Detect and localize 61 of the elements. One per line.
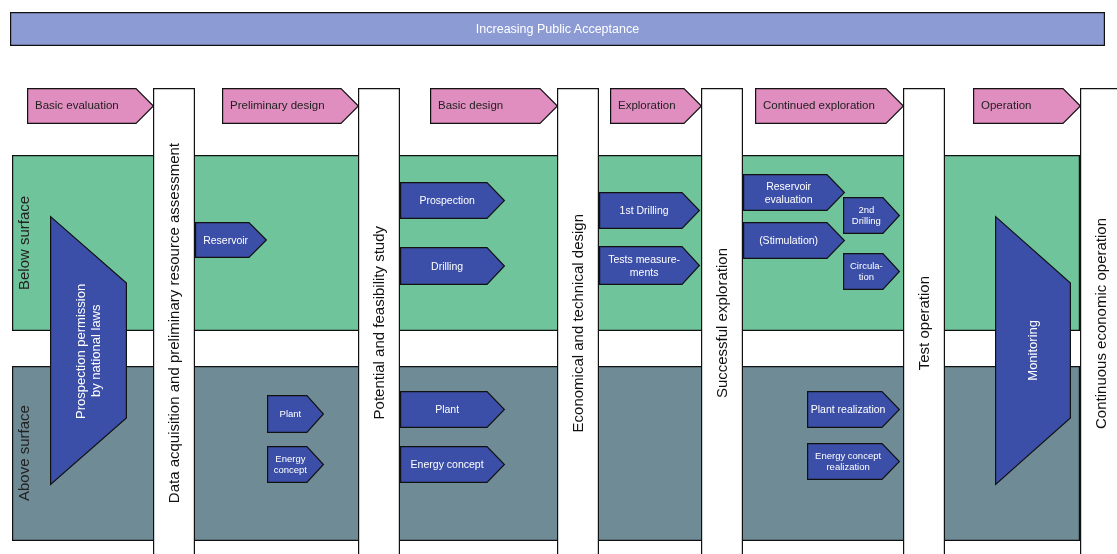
phase-label: Exploration <box>618 99 676 113</box>
task-label: Energy concept realization <box>814 450 883 473</box>
milestone-bar <box>1080 88 1117 554</box>
task-label: Energy concept <box>410 458 484 471</box>
milestone-label: Data acquisition and preliminary resource assessment <box>165 142 183 504</box>
task-tag <box>400 391 505 428</box>
block-label: Monitoring <box>1025 320 1041 381</box>
task-label: Plant realization <box>810 403 886 416</box>
task-tag <box>599 246 700 285</box>
task-label: Tests measure- ments <box>607 253 681 278</box>
phase-tab <box>27 88 154 124</box>
task-tag <box>743 174 845 211</box>
phase-tab <box>222 88 359 124</box>
milestone-bar <box>701 88 743 554</box>
task-label: Reservoir <box>203 233 249 247</box>
task-tag <box>743 222 845 259</box>
milestone-bar <box>903 88 945 554</box>
task-tag <box>267 446 324 483</box>
span-block <box>50 216 127 485</box>
phase-tab <box>755 88 904 124</box>
task-label: Prospection <box>419 194 475 207</box>
milestone-bar <box>153 88 195 554</box>
milestone-label: Test operation <box>915 275 933 371</box>
milestone-bar <box>557 88 599 554</box>
banner-label: Increasing Public Acceptance <box>475 21 640 37</box>
task-tag <box>267 395 324 433</box>
task-tag <box>400 182 505 219</box>
phase-tab <box>973 88 1081 124</box>
phase-tab <box>430 88 558 124</box>
phase-label: Basic evaluation <box>35 99 119 113</box>
task-label: Reservoir evaluation <box>763 180 814 205</box>
task-tag <box>843 253 900 290</box>
block-label: Prospection permission by national laws <box>73 281 104 421</box>
band-label: Above surface <box>15 404 33 504</box>
band-label: Below surface <box>15 194 33 293</box>
milestone-label: Economical and technical design <box>569 213 587 433</box>
task-tag <box>599 192 700 229</box>
banner-bar <box>10 12 1105 46</box>
task-label: 2nd Drilling <box>850 204 882 227</box>
task-tag <box>400 446 505 483</box>
task-tag <box>807 391 900 428</box>
task-label: 1st Drilling <box>619 204 669 217</box>
phase-label: Basic design <box>438 99 504 113</box>
phase-tab <box>610 88 702 124</box>
task-label: (Stimulation) <box>759 234 819 247</box>
phase-label: Preliminary design <box>230 99 325 113</box>
milestone-label: Continuous economic operation <box>1092 217 1110 429</box>
milestone-label: Potential and feasibility study <box>370 226 388 420</box>
task-tag <box>843 197 900 234</box>
phase-label: Continued exploration <box>763 99 875 113</box>
span-block <box>995 216 1071 485</box>
task-tag <box>807 443 900 480</box>
milestone-label: Successful exploration <box>713 247 731 399</box>
task-label: Circula- tion <box>849 260 884 283</box>
task-label: Plant <box>279 408 302 420</box>
task-label: Energy concept <box>272 453 308 476</box>
task-label: Drilling <box>431 259 464 273</box>
milestone-bar <box>358 88 400 554</box>
phase-label: Operation <box>981 99 1032 113</box>
task-label: Plant <box>435 403 460 416</box>
task-tag <box>400 247 505 285</box>
